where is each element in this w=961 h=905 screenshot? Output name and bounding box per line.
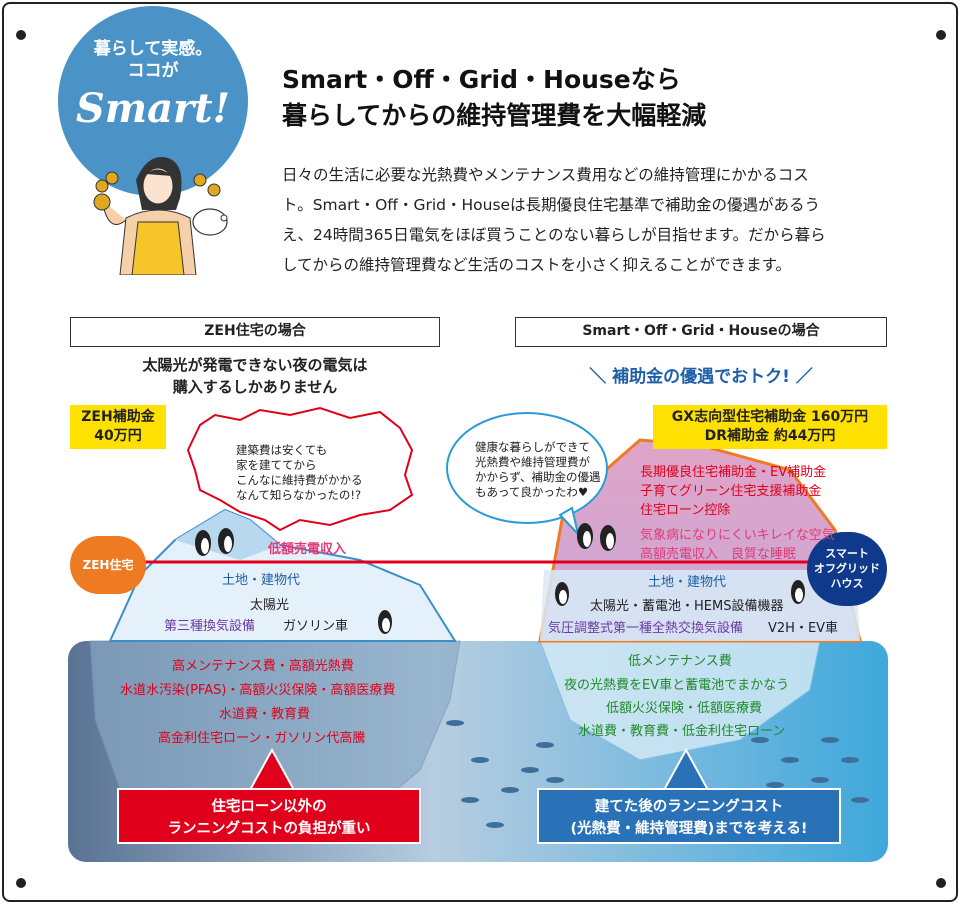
woman-illustration bbox=[93, 156, 228, 275]
right-cost-item: 夜の光熱費をEV車と蓄電池でまかなう bbox=[564, 678, 790, 693]
left-cost-item: 高金利住宅ローン・ガソリン代高騰 bbox=[158, 731, 366, 746]
left-bubble-line: なんて知らなかったの!? bbox=[236, 488, 362, 502]
right-cost-item: 水道費・教育費・低金利住宅ローン bbox=[578, 724, 786, 739]
left-subtitle: 太陽光が発電できない夜の電気は 購入するしかありません bbox=[70, 354, 440, 398]
left-subsidy-box: ZEH補助金 40万円 bbox=[70, 405, 166, 449]
right-benefit-item: 長期優良住宅補助金・EV補助金 bbox=[640, 465, 827, 480]
corner-dot bbox=[936, 30, 946, 40]
right-bubble-line: かからず、補助金の優遇 bbox=[475, 470, 601, 484]
intro-line: してからの維持管理費など生活のコストを小さく抑えることができます。 bbox=[282, 256, 792, 274]
badge-line1: 暮らして実感。 bbox=[93, 39, 213, 59]
right-bubble-line: 健康な暮らしができて bbox=[475, 440, 590, 454]
left-subsidy-line: ZEH補助金 bbox=[81, 409, 155, 425]
left-bubble-line: 家を建ててから bbox=[236, 458, 317, 472]
corner-dot bbox=[16, 878, 26, 888]
left-callout-line: 住宅ローン以外の bbox=[211, 799, 327, 815]
right-benefit-item: 子育てグリーン住宅支援補助金 bbox=[640, 484, 822, 499]
left-gasoline-car: ガソリン車 bbox=[283, 619, 349, 634]
left-land-building: 土地・建物代 bbox=[222, 573, 301, 588]
page-headline: Smart・Off・Grid・Houseなら 暮らしてからの維持管理費を大幅軽減 bbox=[282, 62, 706, 134]
intro-line: 日々の生活に必要な光熱費やメンテナンス費用などの維持管理にかかるコス bbox=[282, 166, 809, 184]
circle-label-line: オフグリッド bbox=[814, 562, 880, 575]
left-cost-item: 水道費・教育費 bbox=[219, 707, 311, 722]
right-subsidy-line: DR補助金 約44万円 bbox=[704, 428, 836, 444]
right-ventilation: 気圧調整式第一種全熱交換気設備 bbox=[548, 621, 744, 636]
right-cost-item: 低メンテナンス費 bbox=[628, 654, 732, 669]
right-bubble-line: もあって良かったわ♥ bbox=[475, 485, 589, 499]
right-subsidy-line: GX志向型住宅補助金 160万円 bbox=[671, 409, 869, 425]
intro-line: ト。Smart・Off・Grid・Houseは長期優良住宅基準で補助金の優遇があ… bbox=[282, 196, 821, 214]
right-benefit-item: 住宅ローン控除 bbox=[640, 503, 731, 518]
penguin-icon bbox=[195, 523, 805, 634]
circle-label-line: スマート bbox=[825, 547, 869, 560]
left-cost-item: 高メンテナンス費・高額光熱費 bbox=[172, 659, 354, 674]
left-bubble-text: 建築費は安くても 家を建ててから こんなに維持費がかかる なんて知らなかったの!… bbox=[236, 443, 363, 503]
right-callout-line: 建てた後のランニングコスト bbox=[594, 799, 784, 815]
left-callout: 住宅ローン以外の ランニングコストの負担が重い bbox=[117, 788, 421, 844]
right-land-building: 土地・建物代 bbox=[648, 575, 727, 590]
badge-line2: ココが bbox=[127, 61, 179, 81]
right-benefit-item: 高額売電収入 良質な睡眠 bbox=[640, 547, 797, 562]
right-subtitle: ＼ 補助金の優遇でおトク! ／ bbox=[589, 367, 813, 387]
left-subsidy-line: 40万円 bbox=[94, 428, 142, 444]
left-section-header: ZEH住宅の場合 bbox=[70, 317, 440, 347]
corner-dot bbox=[936, 878, 946, 888]
fish-icon bbox=[446, 720, 869, 828]
zeh-house-label: ZEH住宅 bbox=[70, 536, 146, 594]
headline-line2: 暮らしてからの維持管理費を大幅軽減 bbox=[282, 101, 707, 130]
intro-line: え、24時間365日電気をほぼ買うことのない暮らしが目指せます。だから暮ら bbox=[282, 226, 826, 244]
right-solar-equipment: 太陽光・蓄電池・HEMS設備機器 bbox=[590, 599, 784, 614]
right-subsidy-box: GX志向型住宅補助金 160万円 DR補助金 約44万円 bbox=[653, 405, 887, 449]
circle-label-line: ハウス bbox=[830, 577, 864, 590]
right-bubble-text: 健康な暮らしができて 光熱費や維持管理費が かからず、補助金の優遇 もあって良か… bbox=[475, 440, 600, 500]
left-low-sell-income: 低額売電収入 bbox=[268, 542, 347, 557]
right-callout: 建てた後のランニングコスト (光熱費・維持管理費)までを考える! bbox=[537, 788, 841, 844]
headline-line1: Smart・Off・Grid・Houseなら bbox=[282, 65, 681, 94]
left-solar: 太陽光 bbox=[250, 598, 290, 613]
left-callout-line: ランニングコストの負担が重い bbox=[167, 821, 371, 837]
smart-offgrid-house-label: スマート オフグリッド ハウス bbox=[807, 532, 887, 606]
left-ventilation: 第三種換気設備 bbox=[164, 619, 256, 634]
left-subtitle-line: 購入するしかありません bbox=[172, 378, 338, 396]
right-v2h-ev: V2H・EV車 bbox=[768, 621, 839, 636]
right-benefit-item: 気象病になりにくいキレイな空気 bbox=[640, 528, 835, 543]
badge-smart-text: Smart! bbox=[75, 85, 231, 132]
right-callout-line: (光熱費・維持管理費)までを考える! bbox=[570, 821, 808, 837]
left-bubble-line: 建築費は安くても bbox=[236, 443, 328, 457]
corner-dot bbox=[16, 30, 26, 40]
right-section-header: Smart・Off・Grid・Houseの場合 bbox=[515, 317, 887, 347]
right-bubble-line: 光熱費や維持管理費が bbox=[475, 455, 590, 469]
right-cost-item: 低額火災保険・低額医療費 bbox=[606, 701, 763, 716]
left-cost-item: 水道水汚染(PFAS)・高額火災保険・高額医療費 bbox=[120, 683, 396, 698]
left-bubble-line: こんなに維持費がかかる bbox=[236, 473, 363, 487]
intro-paragraph: 日々の生活に必要な光熱費やメンテナンス費用などの維持管理にかかるコス ト。Sma… bbox=[282, 160, 902, 280]
left-subtitle-line: 太陽光が発電できない夜の電気は bbox=[142, 356, 368, 374]
badge-text: 暮らして実感。 ココが bbox=[58, 38, 248, 82]
